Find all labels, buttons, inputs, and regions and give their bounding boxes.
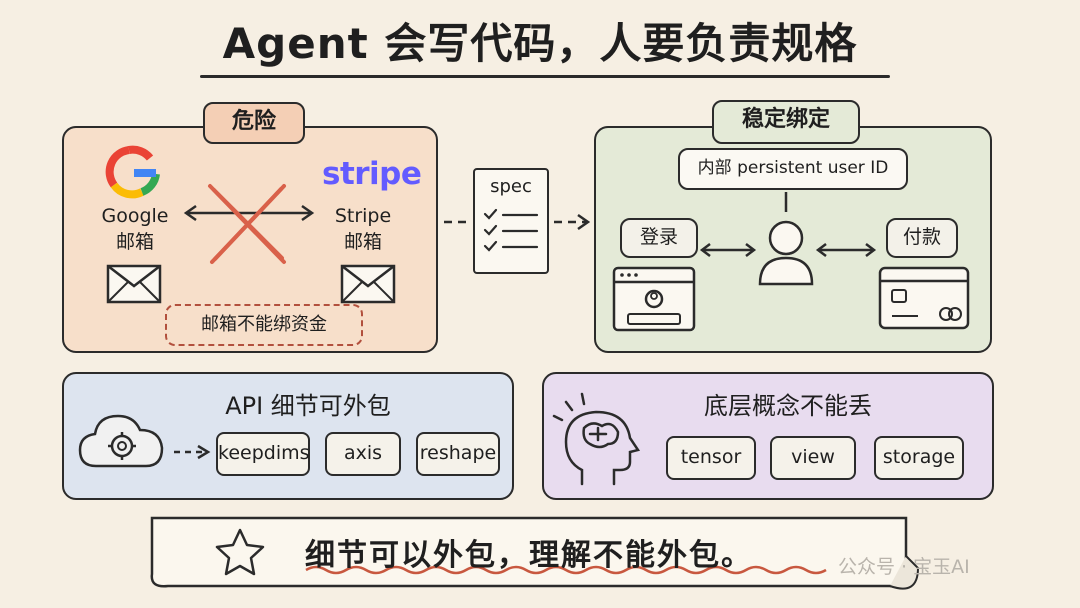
pay-box: 付款: [886, 218, 958, 258]
title-underline: [200, 75, 890, 78]
stable-tag: 稳定绑定: [712, 100, 860, 144]
cloud-gear-icon: [78, 414, 164, 468]
chip-axis: axis: [325, 432, 401, 476]
google-logo-icon: [105, 145, 160, 199]
credit-card-icon: [878, 266, 970, 330]
stripe-email-label: Stripe 邮箱: [320, 203, 406, 255]
internal-user-id-box: 内部 persistent user ID: [678, 148, 908, 190]
login-window-icon: [612, 266, 696, 332]
envelope-icon: [340, 264, 396, 304]
double-arrow-icon: [699, 243, 877, 257]
spec-label: spec: [490, 176, 532, 197]
chip-storage: storage: [874, 436, 964, 480]
double-arrow-icon: [183, 204, 315, 222]
star-icon: [215, 528, 265, 576]
concept-panel-title: 底层概念不能丢: [704, 392, 872, 420]
chip-reshape: reshape: [416, 432, 500, 476]
motto-underline: [305, 565, 827, 575]
checklist-icon: [483, 208, 539, 252]
brain-head-icon: [552, 392, 641, 486]
spec-document: spec: [473, 168, 549, 274]
user-icon: [758, 220, 814, 286]
motto: 细节可以外包，理解不能外包。: [305, 538, 753, 573]
google-email-label: Google 邮箱: [92, 203, 178, 255]
google-email-label-text: Google 邮箱: [101, 205, 169, 253]
stripe-email-label-text: Stripe 邮箱: [334, 205, 392, 253]
danger-tag: 危险: [203, 102, 305, 144]
login-box: 登录: [620, 218, 698, 258]
envelope-icon: [106, 264, 162, 304]
email-note: 邮箱不能绑资金: [165, 304, 363, 346]
chip-view: view: [770, 436, 856, 480]
page-title: Agent 会写代码，人要负责规格: [222, 19, 858, 68]
cross-icon: [208, 184, 286, 264]
watermark: 公众号 · 宝玉AI: [838, 556, 970, 578]
chip-tensor: tensor: [666, 436, 756, 480]
stripe-logo: stripe: [322, 156, 422, 192]
api-panel-title: API 细节可外包: [225, 392, 391, 420]
chip-keepdims: keepdims: [216, 432, 310, 476]
